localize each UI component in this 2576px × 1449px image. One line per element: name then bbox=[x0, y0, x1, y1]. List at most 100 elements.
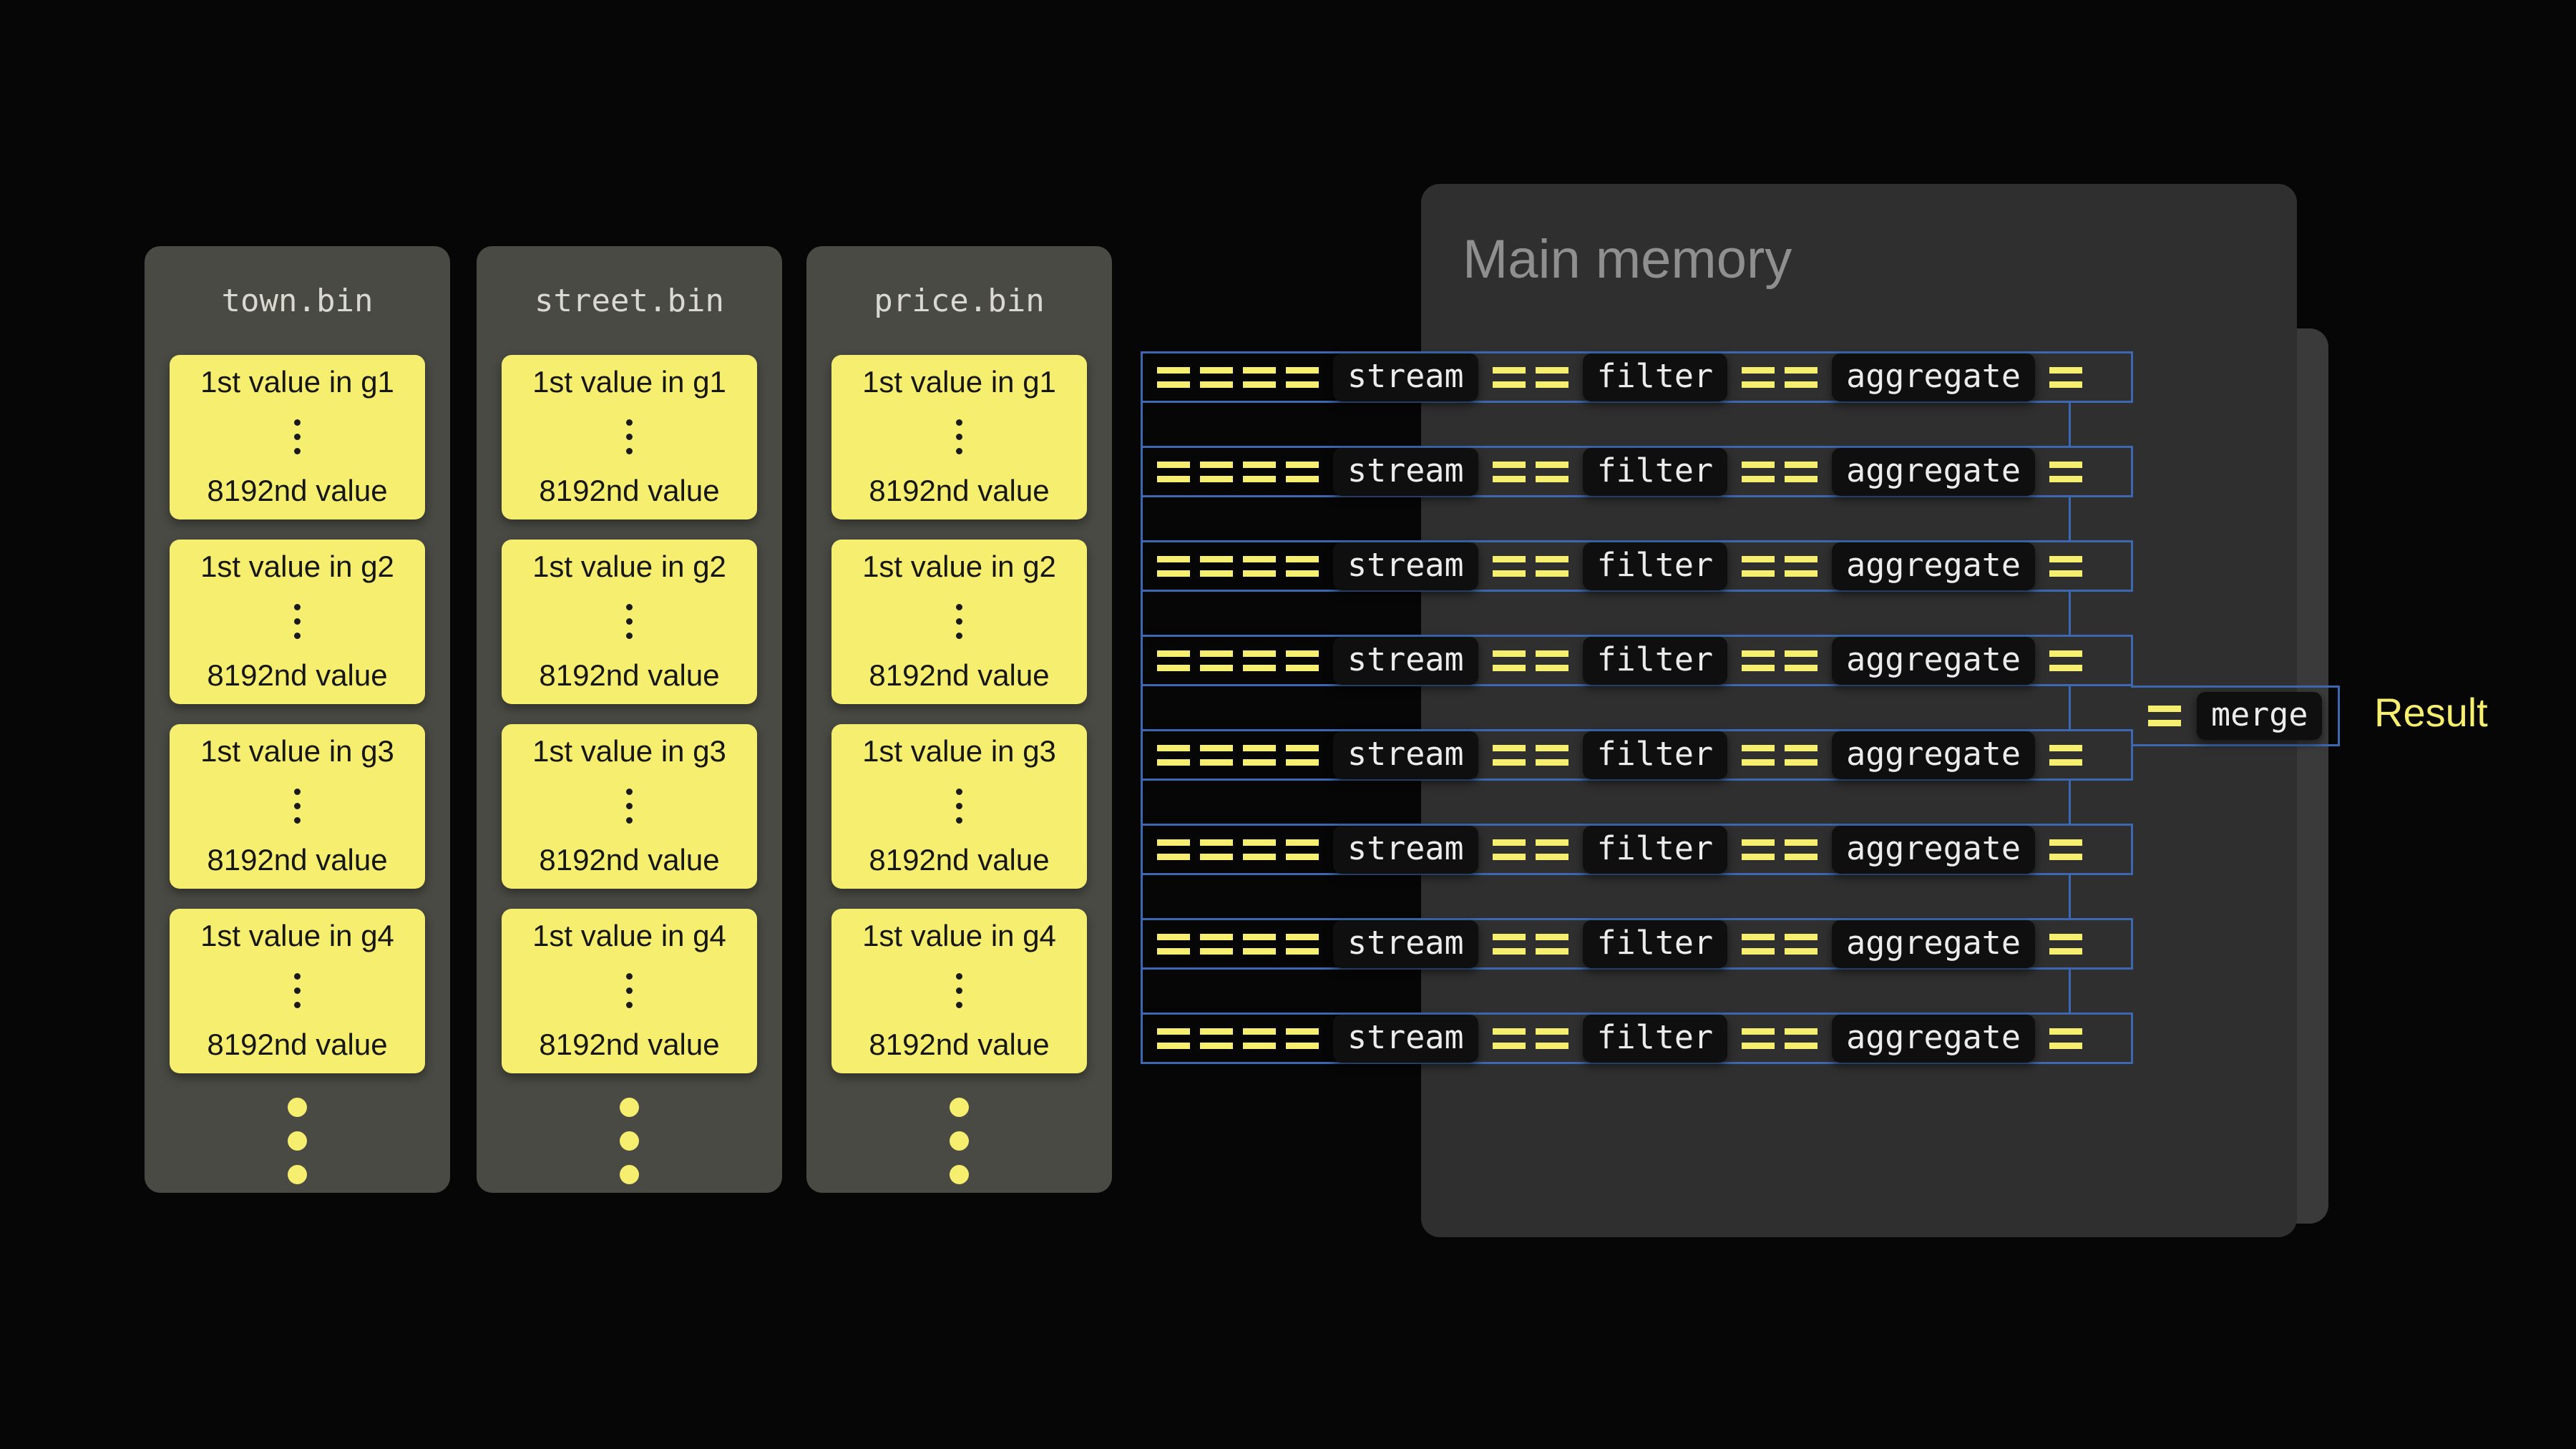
block-last-value: 8192nd value bbox=[207, 1028, 388, 1061]
lane-spacer bbox=[1141, 873, 2071, 920]
data-chunk-icon bbox=[1243, 461, 1276, 482]
data-chunk-icon bbox=[1742, 839, 1775, 860]
block-first-value: 1st value in g1 bbox=[200, 365, 394, 399]
more-blocks-ellipsis-icon bbox=[806, 1098, 1112, 1184]
data-chunk-icon bbox=[1243, 366, 1276, 388]
data-chunk-icon bbox=[1243, 839, 1276, 860]
stage-stream: stream bbox=[1333, 447, 1478, 496]
dot bbox=[950, 1098, 969, 1117]
data-chunk-icon bbox=[1785, 650, 1818, 671]
block-first-value: 1st value in g2 bbox=[200, 550, 394, 583]
ellipsis-icon bbox=[626, 603, 633, 639]
stage-stream: stream bbox=[1333, 636, 1478, 685]
data-chunk-icon bbox=[1535, 839, 1568, 860]
block-first-value: 1st value in g4 bbox=[532, 919, 726, 952]
stage-merge: merge bbox=[2197, 692, 2323, 740]
stage-aggregate: aggregate bbox=[1832, 447, 2035, 496]
data-chunk-icon bbox=[2049, 744, 2082, 766]
dot bbox=[288, 1098, 307, 1117]
block-first-value: 1st value in g2 bbox=[532, 550, 726, 583]
dot bbox=[626, 972, 633, 980]
data-chunk-icon bbox=[1492, 1028, 1526, 1049]
stage-filter: filter bbox=[1582, 353, 1728, 401]
dot bbox=[950, 1131, 969, 1151]
data-chunk-icon bbox=[1785, 1028, 1818, 1049]
data-chunk-icon bbox=[1785, 933, 1818, 955]
data-chunk-icon bbox=[1243, 933, 1276, 955]
stage-stream: stream bbox=[1333, 919, 1478, 968]
ellipsis-icon bbox=[294, 419, 301, 454]
block-last-value: 8192nd value bbox=[539, 474, 720, 507]
data-chunk-icon bbox=[1157, 650, 1190, 671]
stage-stream: stream bbox=[1333, 542, 1478, 590]
data-chunk-icon bbox=[1535, 744, 1568, 766]
granule-block: 1st value in g4 8192nd value bbox=[170, 909, 425, 1073]
dot bbox=[956, 603, 962, 610]
stage-filter: filter bbox=[1582, 542, 1728, 590]
dot bbox=[956, 1001, 962, 1008]
dot bbox=[956, 802, 962, 809]
data-chunk-icon bbox=[1535, 366, 1568, 388]
data-chunk-icon bbox=[2049, 366, 2082, 388]
block-last-value: 8192nd value bbox=[869, 1028, 1050, 1061]
block-first-value: 1st value in g4 bbox=[200, 919, 394, 952]
stage-filter: filter bbox=[1582, 1014, 1728, 1063]
data-chunk-icon bbox=[2049, 1028, 2082, 1049]
data-chunk-icon bbox=[1785, 744, 1818, 766]
more-blocks-ellipsis-icon bbox=[477, 1098, 782, 1184]
block-last-value: 8192nd value bbox=[869, 474, 1050, 507]
block-first-value: 1st value in g1 bbox=[862, 365, 1056, 399]
data-chunk-icon bbox=[1492, 555, 1526, 577]
data-chunk-icon bbox=[2049, 933, 2082, 955]
ellipsis-icon bbox=[294, 788, 301, 824]
stage-filter: filter bbox=[1582, 636, 1728, 685]
data-chunk-icon bbox=[2049, 555, 2082, 577]
block-first-value: 1st value in g3 bbox=[200, 734, 394, 768]
data-chunk-icon bbox=[1785, 366, 1818, 388]
dot bbox=[294, 447, 301, 454]
stage-stream: stream bbox=[1333, 1014, 1478, 1063]
data-chunk-icon bbox=[2148, 706, 2181, 726]
stage-aggregate: aggregate bbox=[1832, 825, 2035, 874]
more-blocks-ellipsis-icon bbox=[145, 1098, 450, 1184]
dot bbox=[294, 603, 301, 610]
ellipsis-icon bbox=[956, 972, 962, 1008]
data-chunk-icon bbox=[1200, 366, 1233, 388]
data-chunk-icon bbox=[1785, 461, 1818, 482]
data-chunk-icon bbox=[1286, 933, 1319, 955]
lane-spacer bbox=[1141, 401, 2071, 448]
lane-spacer bbox=[1141, 495, 2071, 542]
dot bbox=[620, 1098, 639, 1117]
dot bbox=[956, 788, 962, 795]
dot bbox=[956, 987, 962, 994]
dot bbox=[288, 1131, 307, 1151]
ellipsis-icon bbox=[294, 972, 301, 1008]
dot bbox=[294, 419, 301, 426]
file-name: town.bin bbox=[221, 282, 374, 319]
data-chunk-icon bbox=[1200, 555, 1233, 577]
block-last-value: 8192nd value bbox=[207, 843, 388, 877]
data-chunk-icon bbox=[1286, 366, 1319, 388]
ellipsis-icon bbox=[956, 419, 962, 454]
data-chunk-icon bbox=[1535, 650, 1568, 671]
block-last-value: 8192nd value bbox=[869, 843, 1050, 877]
ellipsis-icon bbox=[626, 972, 633, 1008]
dot bbox=[626, 987, 633, 994]
block-first-value: 1st value in g3 bbox=[862, 734, 1056, 768]
data-chunk-icon bbox=[1742, 366, 1775, 388]
dot bbox=[294, 816, 301, 824]
data-chunk-icon bbox=[1742, 461, 1775, 482]
data-chunk-icon bbox=[1535, 933, 1568, 955]
data-chunk-icon bbox=[1200, 744, 1233, 766]
granule-block: 1st value in g3 8192nd value bbox=[831, 724, 1087, 889]
dot bbox=[620, 1165, 639, 1184]
